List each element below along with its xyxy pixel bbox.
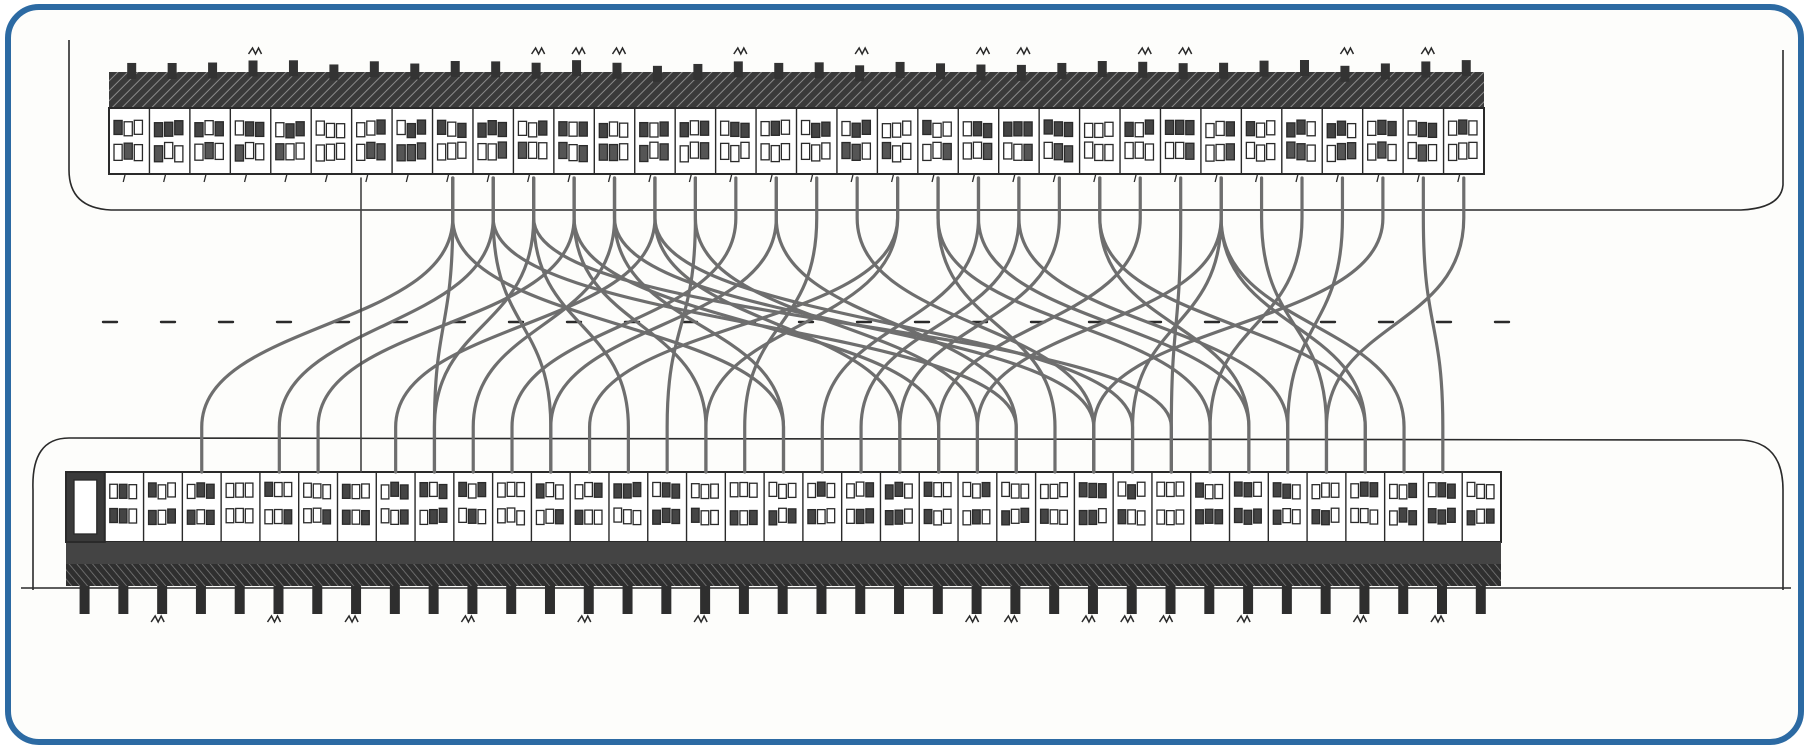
connection-wire: [453, 178, 784, 472]
illustration-frame: [5, 4, 1804, 745]
bottom-row-roof-front: [66, 542, 1501, 564]
top-row-roof: [109, 72, 1484, 110]
connection-wire: [667, 178, 695, 472]
connection-wire: [1423, 178, 1442, 472]
bottom-row-roof-back: [66, 564, 1501, 586]
connection-wire: [202, 178, 453, 472]
connection-wire: [279, 178, 493, 472]
bottom-row-houses: [21, 472, 1791, 622]
connection-wire: [574, 178, 706, 472]
connection-wire: [655, 178, 1133, 472]
top-row-houses: [109, 48, 1484, 182]
connection-wire: [318, 178, 574, 472]
connection-wire: [434, 178, 533, 472]
connection-wire: [939, 178, 1141, 472]
house-connections: [202, 178, 1464, 472]
street-connections-drawing: [11, 10, 1798, 739]
connection-wire: [1133, 178, 1222, 472]
